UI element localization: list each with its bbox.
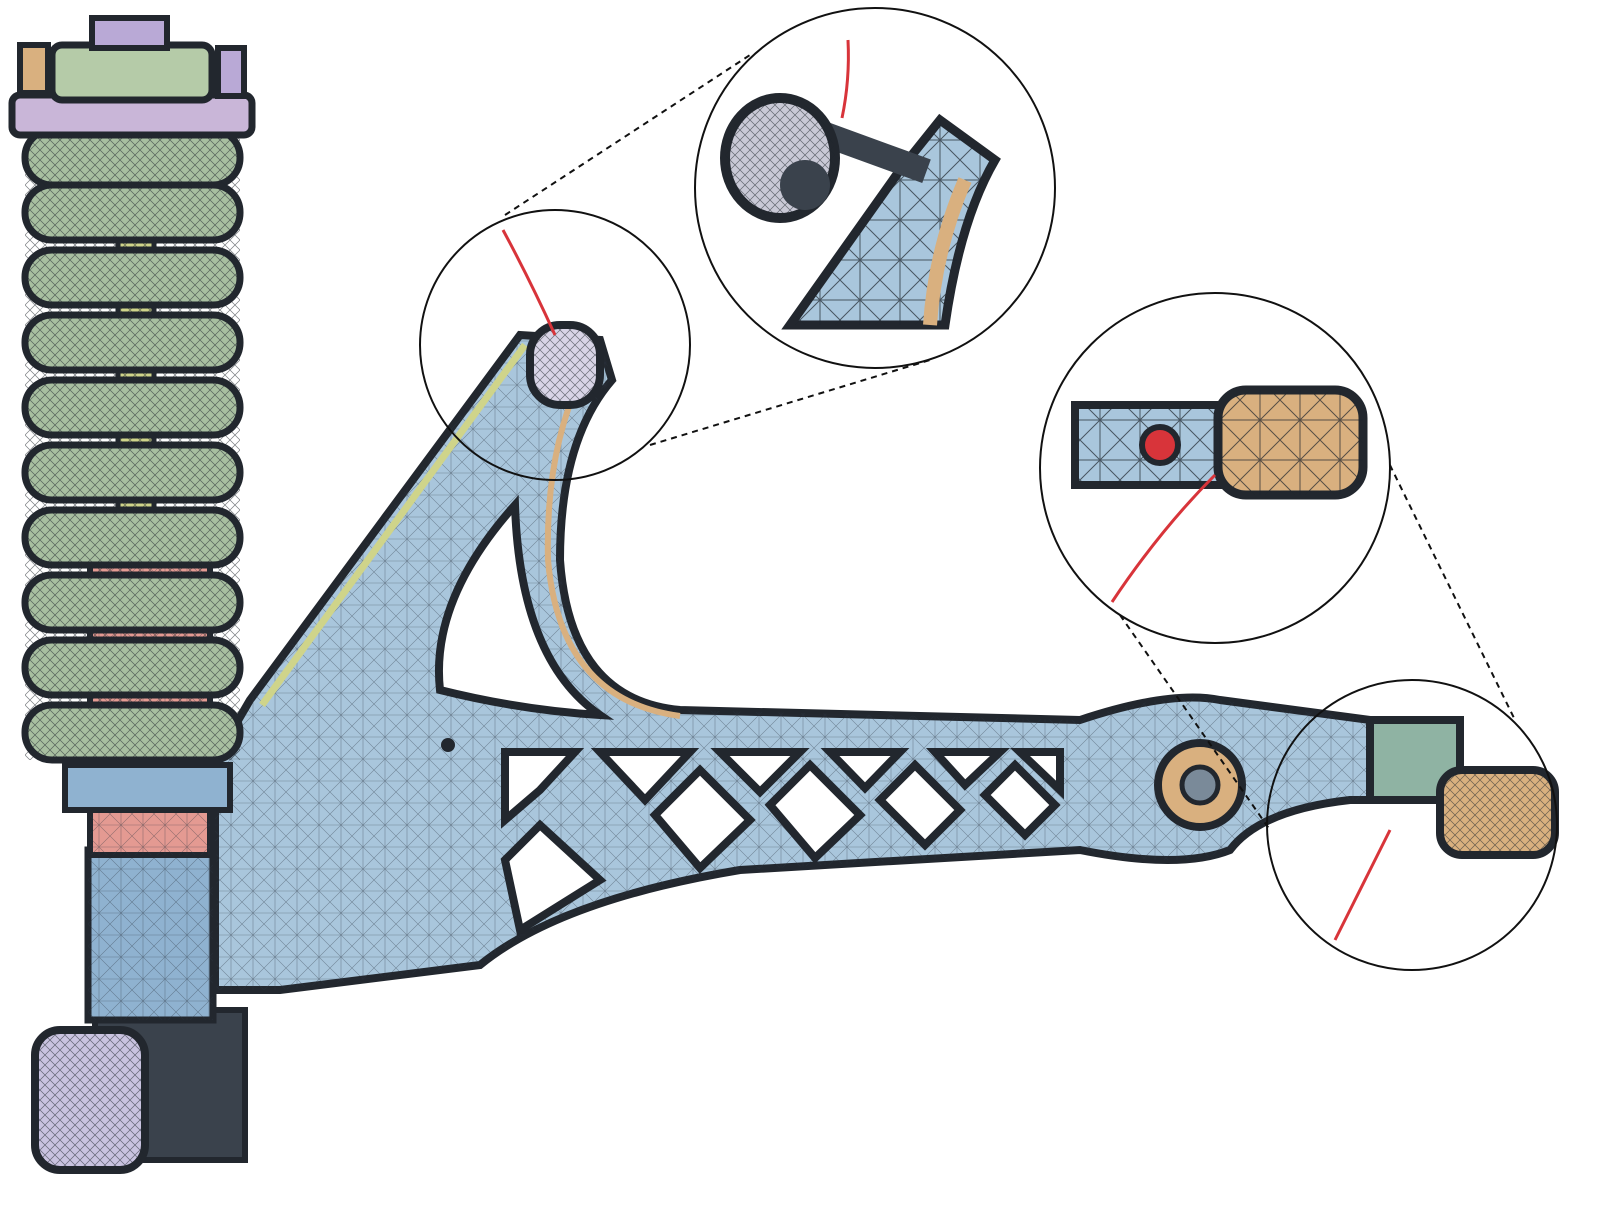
zoom-inset-right (1039, 292, 1391, 644)
highlight-curves (501, 229, 1392, 941)
truss-cutouts (500, 748, 1064, 937)
top-mount-body (48, 41, 216, 104)
spring-seat-lower (62, 762, 233, 813)
arm-cutout (435, 494, 615, 720)
detail-circle-top-joint (419, 209, 691, 481)
callout-lines (504, 54, 1516, 831)
detail-circle-right-joint (1266, 679, 1558, 971)
coilover (8, 15, 256, 1024)
arm-edge-strip (259, 342, 528, 708)
zoom-inset-top (694, 7, 1056, 369)
control-arm (31, 321, 1559, 1174)
